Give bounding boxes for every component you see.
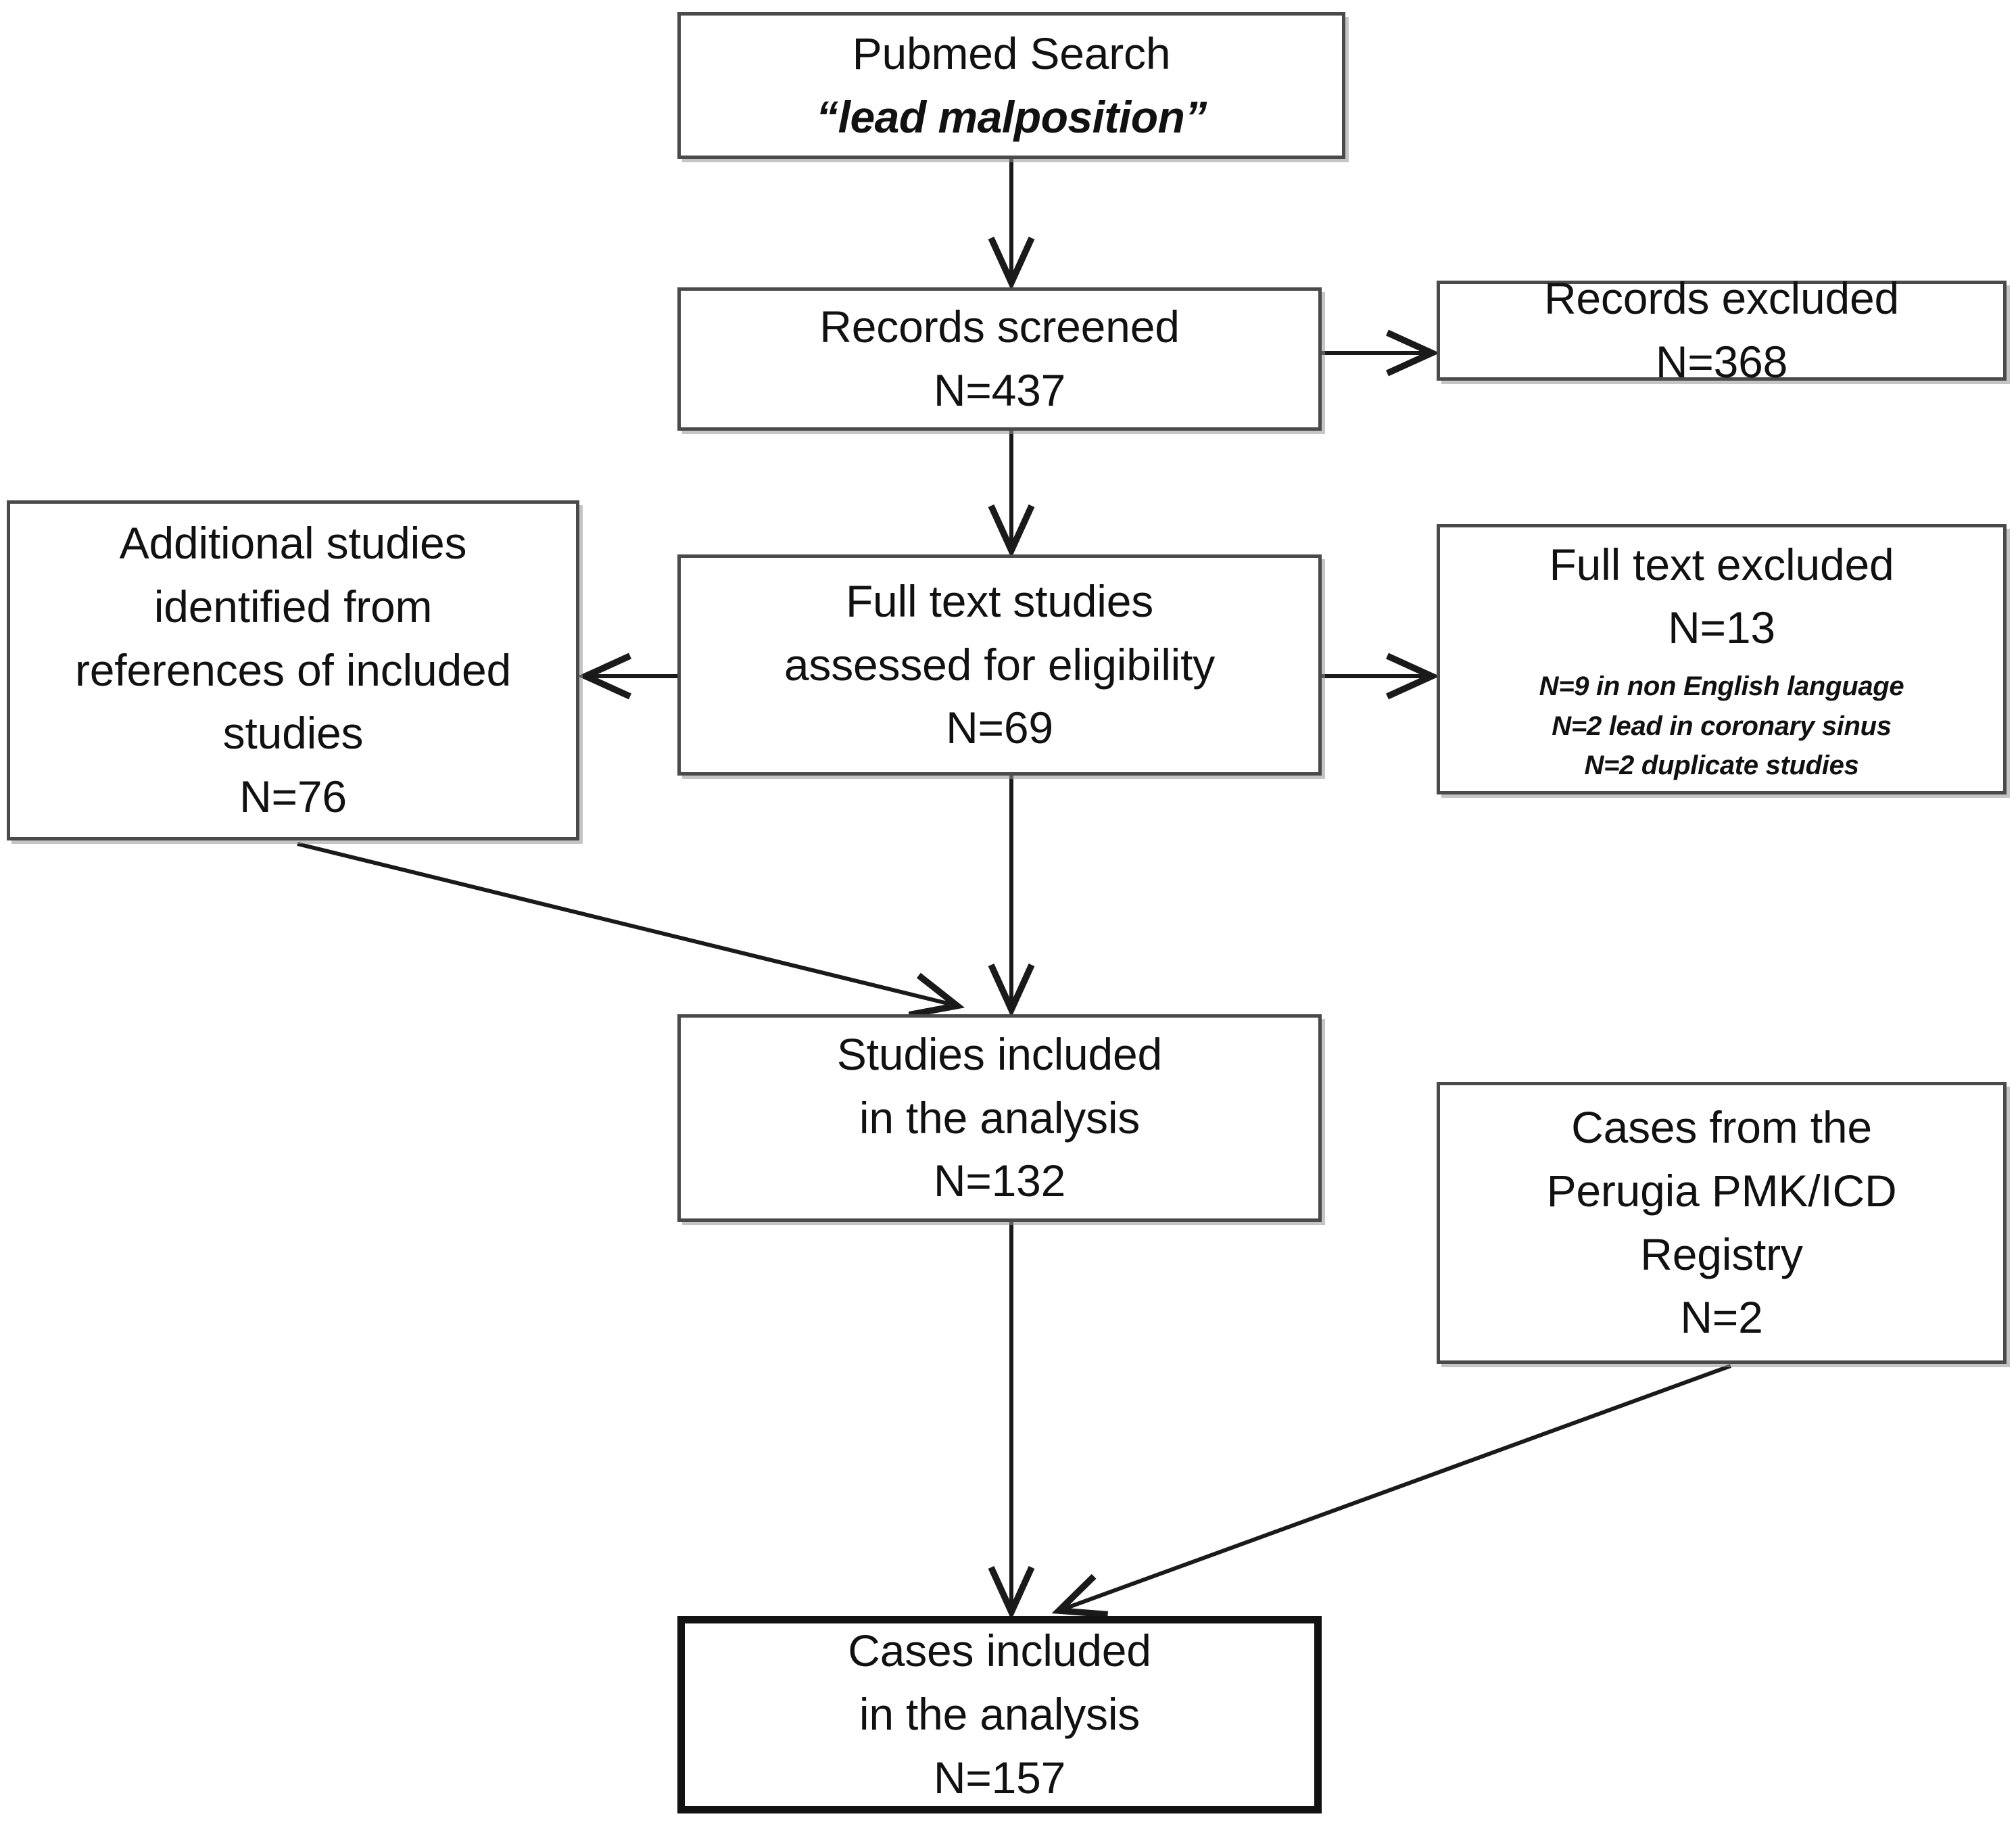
node-line: studies [222,708,364,759]
node-count: N=132 [933,1156,1066,1206]
node-studies-included[interactable]: Studies included in the analysis N=132 [677,1014,1322,1222]
node-line: Cases included [848,1626,1151,1676]
node-line: Full text studies [845,575,1154,626]
node-full-text-studies[interactable]: Full text studies assessed for eligibili… [677,554,1322,776]
node-records-excluded[interactable]: Records excluded N=368 [1437,273,2007,387]
node-full-text-excluded[interactable]: Full text excluded N=13 N=9 in non Engli… [1437,524,2007,794]
node-count: N=2 [1680,1292,1763,1343]
node-line: Pubmed Search [852,28,1171,78]
node-count: N=76 [239,772,347,822]
node-line: Full text excluded [1549,539,1894,590]
node-additional-studies[interactable]: Additional studies identified from refer… [7,500,579,840]
node-pubmed-search[interactable]: Pubmed Search “lead malposition” [677,12,1345,159]
node-subline: N=2 duplicate studies [1584,750,1859,780]
node-line: in the analysis [859,1092,1141,1143]
node-count: N=437 [933,365,1066,415]
node-line-italic: “lead malposition” [816,91,1207,142]
node-line: Studies included [836,1028,1163,1079]
node-subline: N=9 in non English language [1539,671,1904,702]
node-line: Additional studies [119,518,467,569]
node-perugia-registry[interactable]: Cases from the Perugia PMK/ICD Registry … [1437,1082,2007,1364]
node-count: N=69 [946,703,1053,753]
node-line: Registry [1640,1229,1803,1279]
node-line: Records excluded [1543,273,1900,324]
node-line: Perugia PMK/ICD [1546,1165,1897,1216]
node-line: Records screened [819,302,1180,352]
node-count: N=368 [1655,337,1788,387]
edge-perugia-to-cases-included [1051,1364,1732,1618]
node-line: in the analysis [859,1689,1141,1740]
node-line: assessed for eligibility [784,639,1216,690]
node-subline: N=2 lead in coronary sinus [1552,711,1892,741]
node-cases-included[interactable]: Cases included in the analysis N=157 [677,1616,1322,1813]
node-line: references of included [75,644,511,695]
node-count: N=157 [933,1752,1066,1803]
node-line: Cases from the [1571,1102,1872,1153]
edge-additional-studies-to-studies-included [297,842,965,1018]
node-line: identified from [153,581,433,632]
node-count: N=13 [1668,602,1775,653]
node-records-screened[interactable]: Records screened N=437 [677,287,1322,431]
